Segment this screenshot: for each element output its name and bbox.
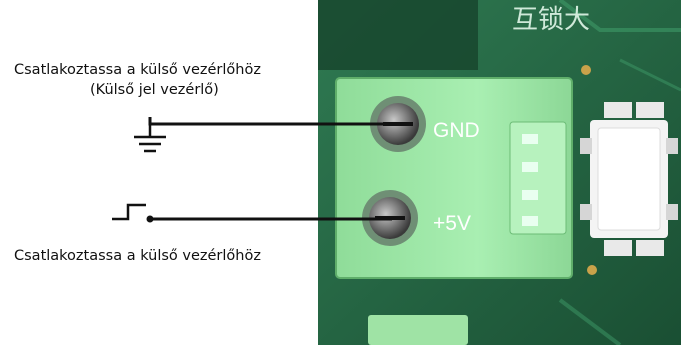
top-label-line1: Csatlakoztassa a külső vezérlőhöz [14, 62, 261, 78]
step-pulse-icon [112, 203, 146, 221]
plus5v-terminal-label: +5V [433, 212, 471, 235]
top-label-line2: (Külső jel vezérlő) [90, 82, 219, 98]
gnd-terminal-label: GND [433, 119, 480, 142]
board-marking: 互锁大 [512, 5, 590, 35]
signal-wire [146, 215, 392, 223]
terminal-block: GND +5V [335, 77, 573, 279]
optocoupler-component [580, 102, 678, 256]
ground-symbol-icon [134, 124, 166, 153]
svg-text:互锁大: 互锁大 [512, 5, 590, 35]
bottom-label: Csatlakoztassa a külső vezérlőhöz [14, 248, 261, 264]
